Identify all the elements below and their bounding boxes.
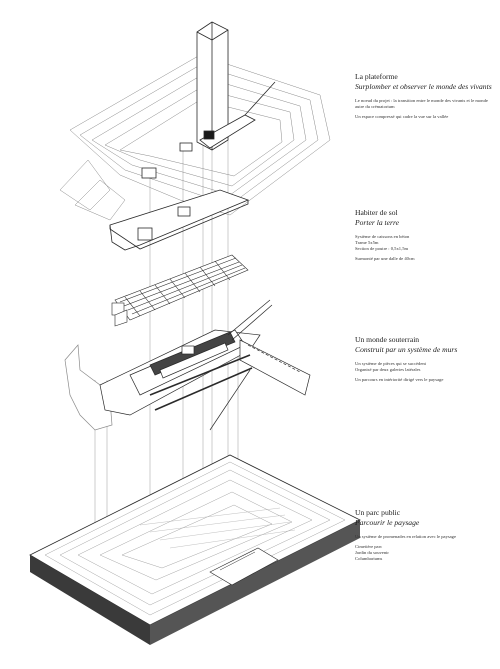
annotation-paragraph: Un système de pièces qui se succèdent Or… — [355, 361, 426, 372]
tower-volume — [196, 21, 229, 151]
annotation-subtitle: Porter la terre — [355, 218, 400, 227]
annotation-paragraph: Le noeud du projet : la transition entre… — [355, 98, 488, 109]
underground-layer — [64, 299, 311, 431]
annotation-paragraph: Un système de promenades en relation ave… — [355, 534, 457, 539]
platform-terrain-layer — [59, 54, 331, 221]
annotation-subtitle: Construit par un système de murs — [355, 345, 458, 354]
annotation-monde-souterrain: Un monde souterrain Construit par un sys… — [355, 335, 495, 387]
annotation-plateforme: La plateforme Surplomber et observer le … — [355, 72, 495, 124]
annotation-title: Un monde souterrain — [355, 335, 420, 344]
annotation-paragraph: Un espace compressé qui cadre la vue sur… — [355, 114, 449, 119]
floor-slab-layer — [109, 189, 250, 251]
annotation-subtitle: Surplomber et observer le monde des viva… — [355, 82, 492, 91]
annotation-parc-public: Un parc public Parcourir le paysage Un s… — [355, 508, 495, 566]
annotation-paragraph: Un parcours en intériorité dirigé vers l… — [355, 377, 444, 382]
annotation-title: Un parc public — [355, 508, 401, 517]
annotation-paragraph: Système de caissons en béton Trame 5x5m … — [355, 234, 410, 251]
platform-opening — [141, 81, 276, 179]
park-terrain-layer — [29, 454, 361, 645]
annotation-paragraph: Cimetière parc Jardin du souvenir Columb… — [355, 544, 389, 561]
annotation-title: La plateforme — [355, 72, 398, 81]
annotation-paragraph: Surmonté par une dalle de 40cm — [355, 256, 415, 261]
annotation-title: Habiter de sol — [355, 208, 398, 217]
annotation-habiter-de-sol: Habiter de sol Porter la terre Système d… — [355, 208, 495, 266]
annotation-subtitle: Parcourir le paysage — [355, 518, 420, 527]
beam-grid-layer — [111, 254, 249, 327]
